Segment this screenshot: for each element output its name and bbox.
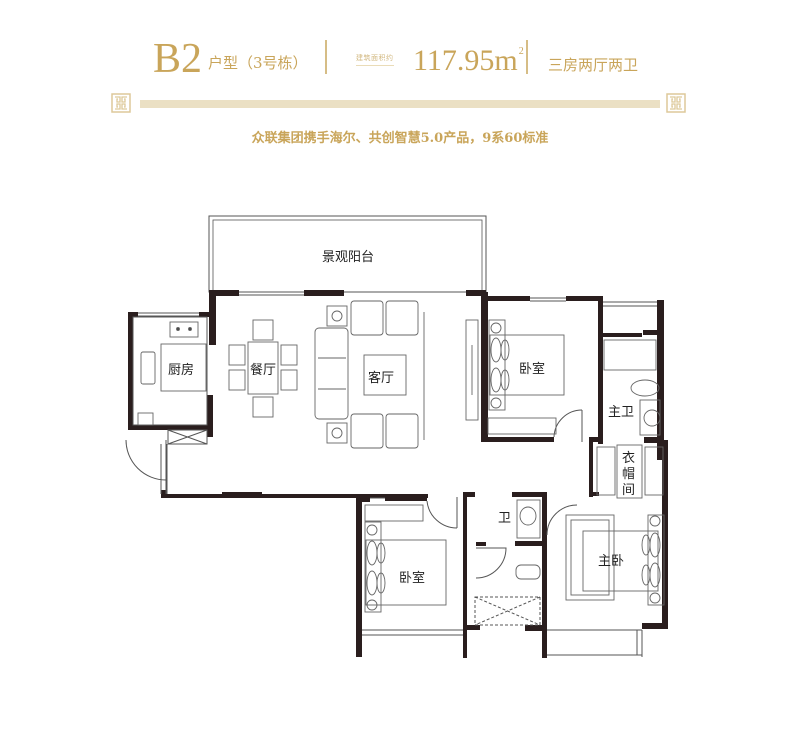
- layout-desc: 三房两厅两卫: [548, 56, 639, 74]
- room-label-bath: 卫: [498, 511, 511, 526]
- header: B2 户型（3号栋） 建筑面积约 117.95m2 三房两厅两卫 众联集团携手海…: [0, 0, 800, 150]
- closet-char-3: 间: [622, 483, 635, 498]
- room-label-dining: 餐厅: [250, 362, 276, 378]
- divider: [325, 40, 327, 74]
- room-label-master-bath: 主卫: [608, 405, 634, 420]
- decorative-rule: [140, 100, 660, 108]
- room-label-living: 客厅: [368, 370, 394, 386]
- area-value: 117.95m2: [413, 44, 524, 78]
- area-label: 建筑面积约: [356, 53, 394, 66]
- unit-building: 户型（3号栋）: [208, 54, 308, 72]
- divider: [526, 40, 528, 74]
- room-label-bedroom-s: 卧室: [399, 570, 425, 586]
- room-label-master-bedroom: 主卧: [598, 554, 624, 569]
- walls: [128, 290, 668, 658]
- room-label-kitchen: 厨房: [168, 362, 194, 378]
- area-unit-sup: 2: [518, 46, 524, 57]
- room-label-bedroom-ne: 卧室: [519, 361, 545, 377]
- room-labels: 景观阳台 厨房 餐厅 客厅 卧室 主卫 卫 卧室 主卧: [168, 250, 634, 586]
- unit-type: B2: [153, 36, 203, 82]
- room-label-closet: 衣 帽 间: [622, 450, 635, 498]
- outlines: [125, 291, 657, 657]
- closet-char-2: 帽: [622, 466, 635, 482]
- area-number: 117.95: [413, 44, 495, 77]
- closet-char-1: 衣: [622, 450, 635, 466]
- ornament-right-icon: [666, 93, 686, 113]
- tagline: 众联集团携手海尔、共创智慧5.0产品，9系60标准: [251, 131, 549, 146]
- area-unit: m: [494, 44, 518, 77]
- room-label-balcony: 景观阳台: [322, 250, 374, 265]
- furniture: [137, 300, 665, 613]
- ornament-left-icon: [111, 93, 131, 113]
